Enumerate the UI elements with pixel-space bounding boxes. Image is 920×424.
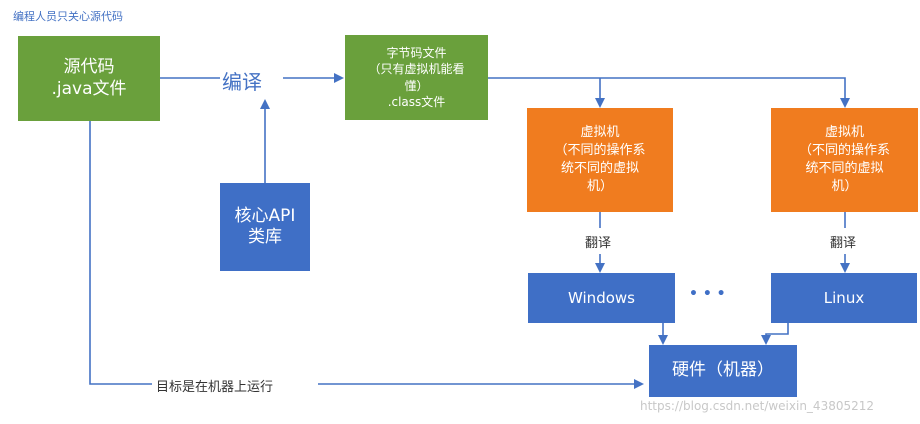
- bytecode-box: 字节码文件 （只有虚拟机能看 懂） .class文件: [345, 35, 488, 120]
- bytecode-line2: （只有虚拟机能看: [368, 62, 465, 77]
- target-label: 目标是在机器上运行: [156, 380, 274, 395]
- hardware-box: 硬件（机器）: [649, 345, 797, 397]
- diagram-title: 编程人员只关心源代码: [13, 10, 123, 23]
- linux-box: Linux: [771, 273, 917, 323]
- translate-right-label: 翻译: [830, 236, 857, 251]
- vm-right-box: 虚拟机 （不同的操作系 统不同的虚拟 机）: [771, 108, 918, 212]
- watermark: https://blog.csdn.net/weixin_43805212: [640, 399, 875, 413]
- compile-label: 编译: [222, 70, 262, 94]
- bytecode-line4: .class文件: [387, 94, 446, 109]
- vm-left-line1: 虚拟机: [580, 124, 620, 140]
- vm-right-line4: 机）: [831, 179, 858, 195]
- vm-right-line3: 统不同的虚拟: [805, 161, 884, 176]
- api-line1: 核心API: [234, 205, 296, 226]
- arrow-linux-to-hardware: [761, 323, 789, 345]
- api-line2: 类库: [248, 227, 282, 247]
- vm-left-line2: （不同的操作系: [554, 142, 646, 158]
- vm-left-box: 虚拟机 （不同的操作系 统不同的虚拟 机）: [527, 108, 673, 212]
- ellipsis: • • •: [689, 286, 726, 302]
- source-line1: 源代码: [63, 57, 115, 78]
- vm-right-line2: （不同的操作系: [798, 142, 890, 158]
- source-code-box: 源代码 .java文件: [18, 36, 160, 121]
- vm-right-line1: 虚拟机: [824, 124, 864, 140]
- windows-box: Windows: [528, 273, 675, 323]
- bytecode-line3: 懂）: [404, 78, 429, 93]
- translate-left-label: 翻译: [585, 236, 612, 251]
- arrow-bytecode-to-vms: [488, 77, 850, 108]
- bytecode-line1: 字节码文件: [386, 46, 447, 61]
- vm-left-line4: 机）: [586, 179, 613, 195]
- core-api-box: 核心API 类库: [220, 183, 310, 271]
- vm-left-line3: 统不同的虚拟: [560, 161, 639, 176]
- source-line2: .java文件: [51, 78, 127, 99]
- arrow-source-to-hardware-left: [89, 121, 152, 385]
